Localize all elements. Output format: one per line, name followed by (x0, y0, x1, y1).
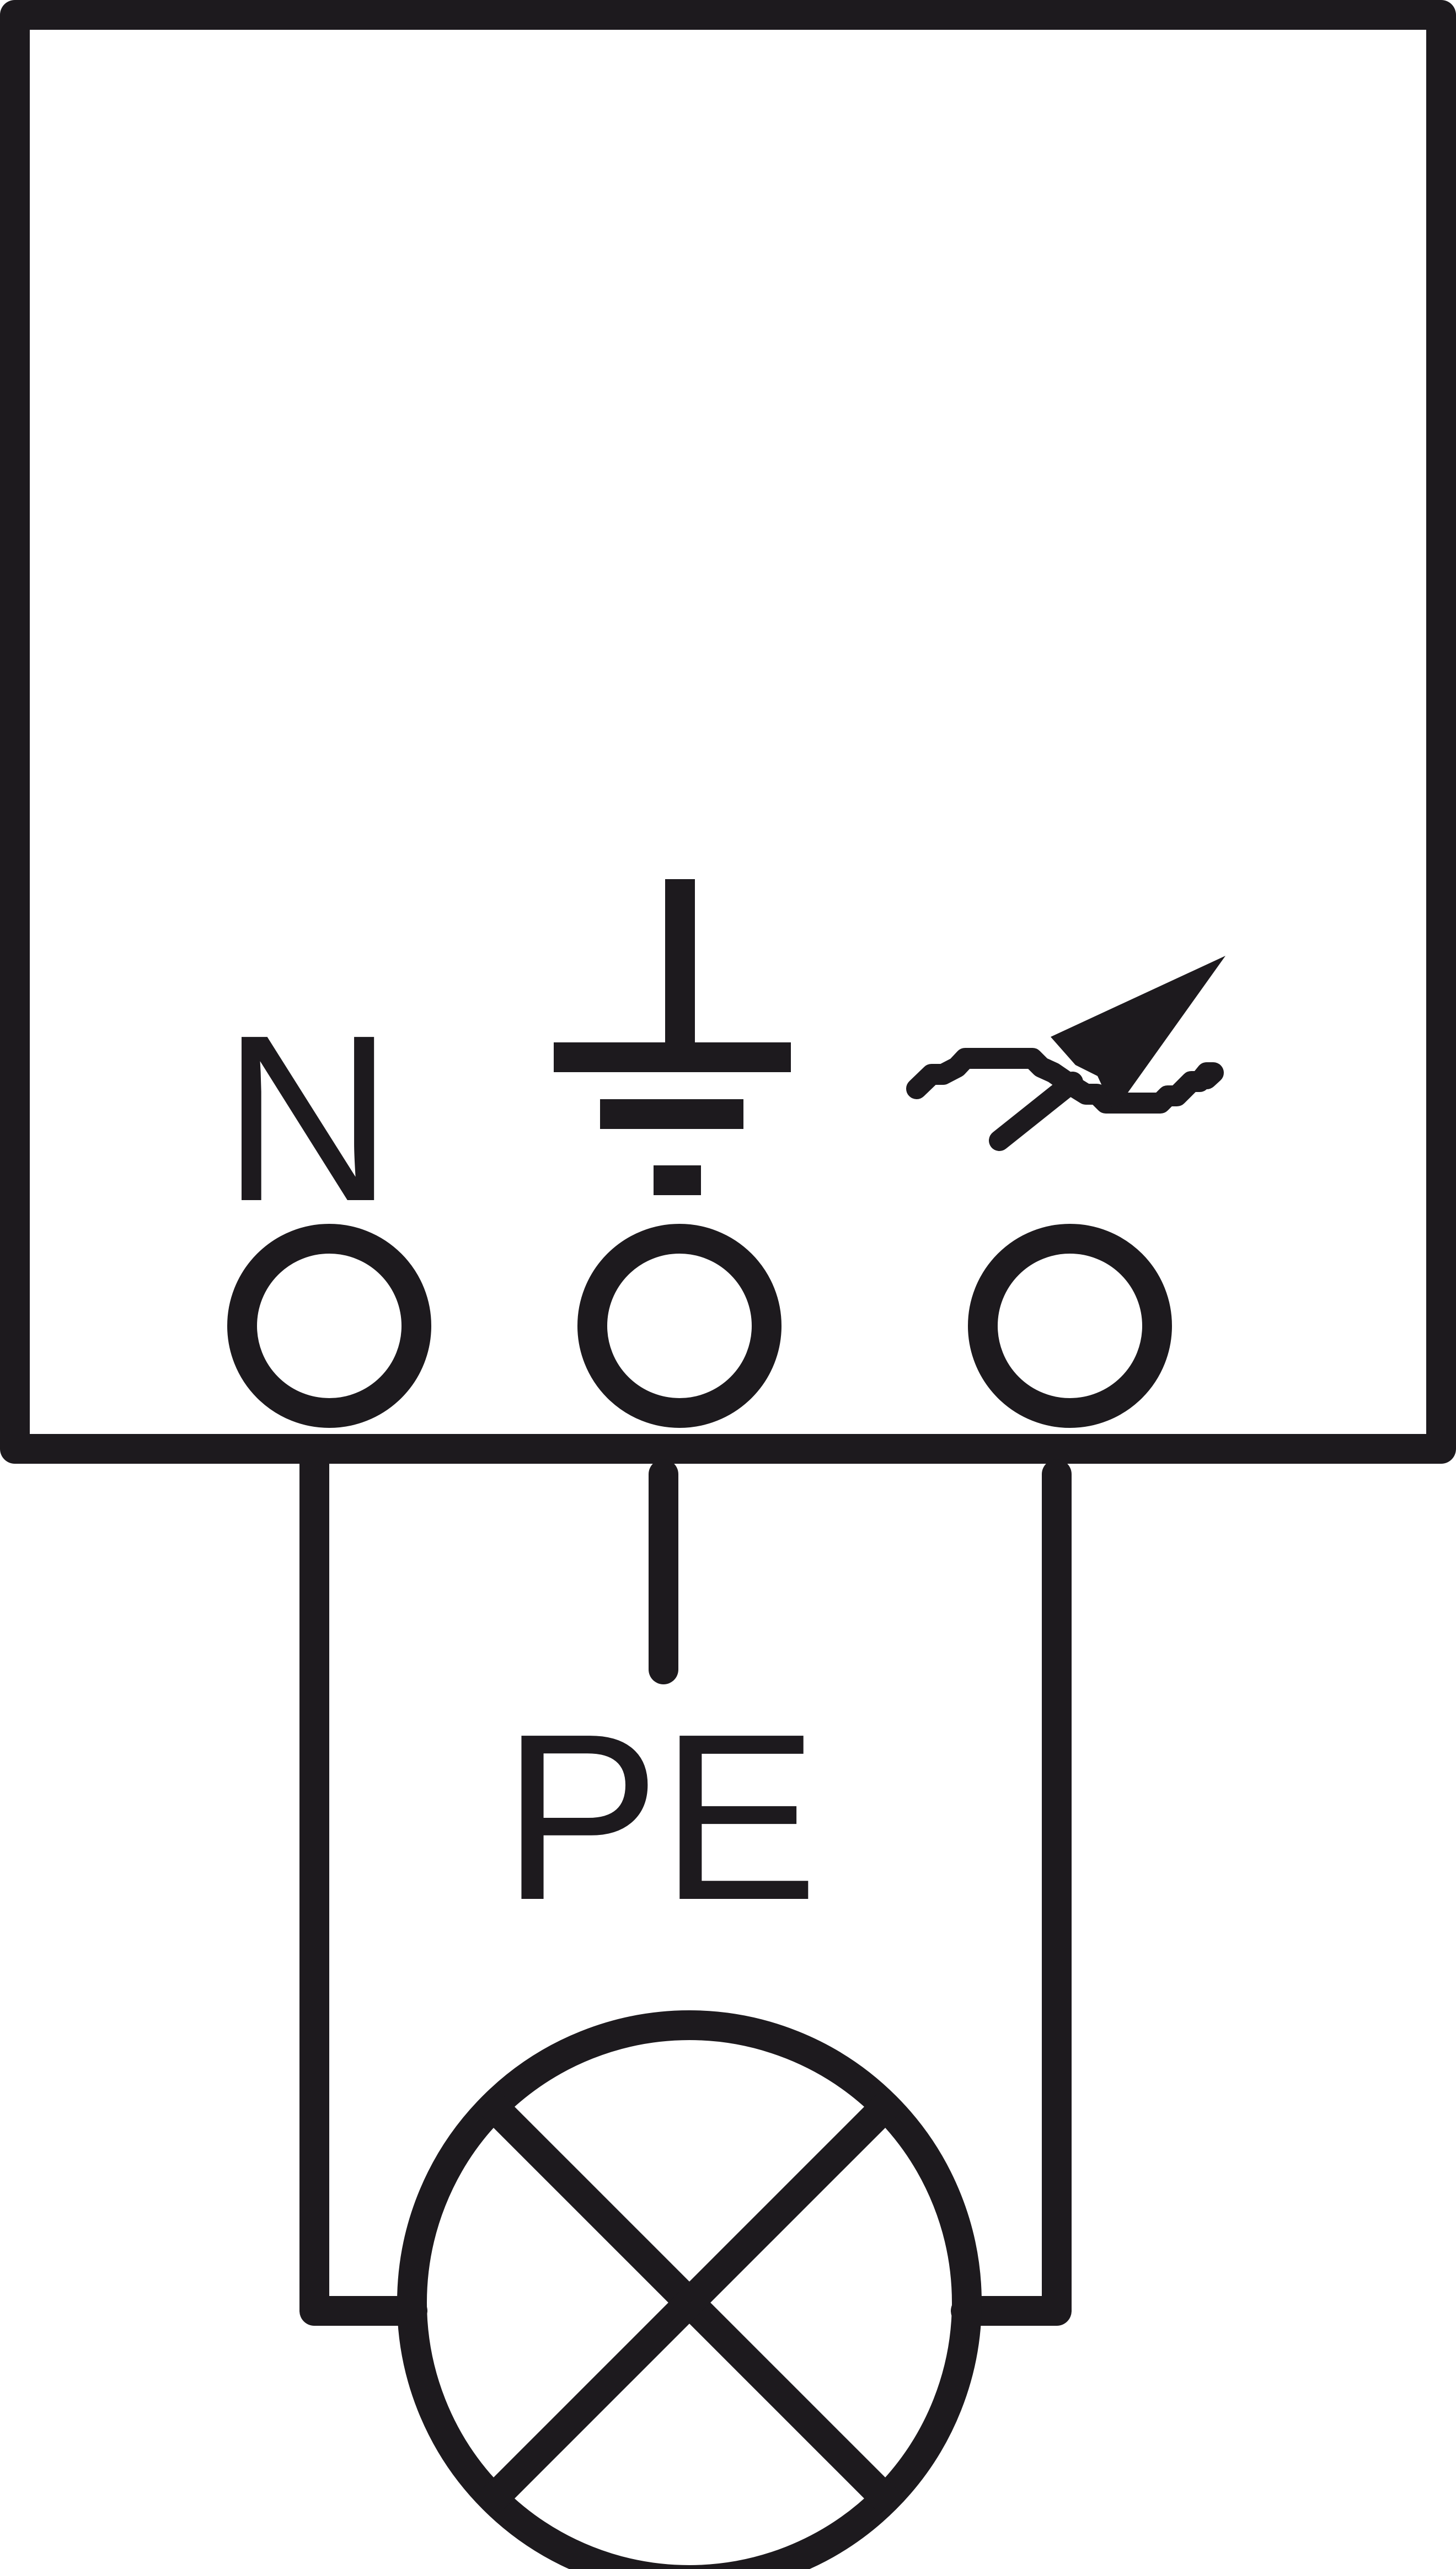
terminal-live-circle (968, 1224, 1172, 1428)
pe-label: PE (502, 1685, 818, 1950)
terminal-earth-circle (577, 1224, 781, 1428)
terminal-earth (554, 879, 791, 1428)
lamp-cross-line-b (479, 2092, 900, 2513)
terminal-neutral-circle (227, 1224, 431, 1428)
earth-ground-icon (554, 879, 791, 1195)
wire-live (951, 1459, 1072, 2326)
neutral-label: N (222, 986, 394, 1251)
live-phase-icon (906, 956, 1225, 1151)
terminal-neutral: N (222, 986, 431, 1428)
lamp-circle (397, 2010, 982, 2569)
terminal-live (906, 956, 1225, 1428)
wire-neutral (299, 1434, 427, 2326)
socket-housing (0, 0, 1456, 1464)
lamp-icon (397, 2010, 982, 2569)
